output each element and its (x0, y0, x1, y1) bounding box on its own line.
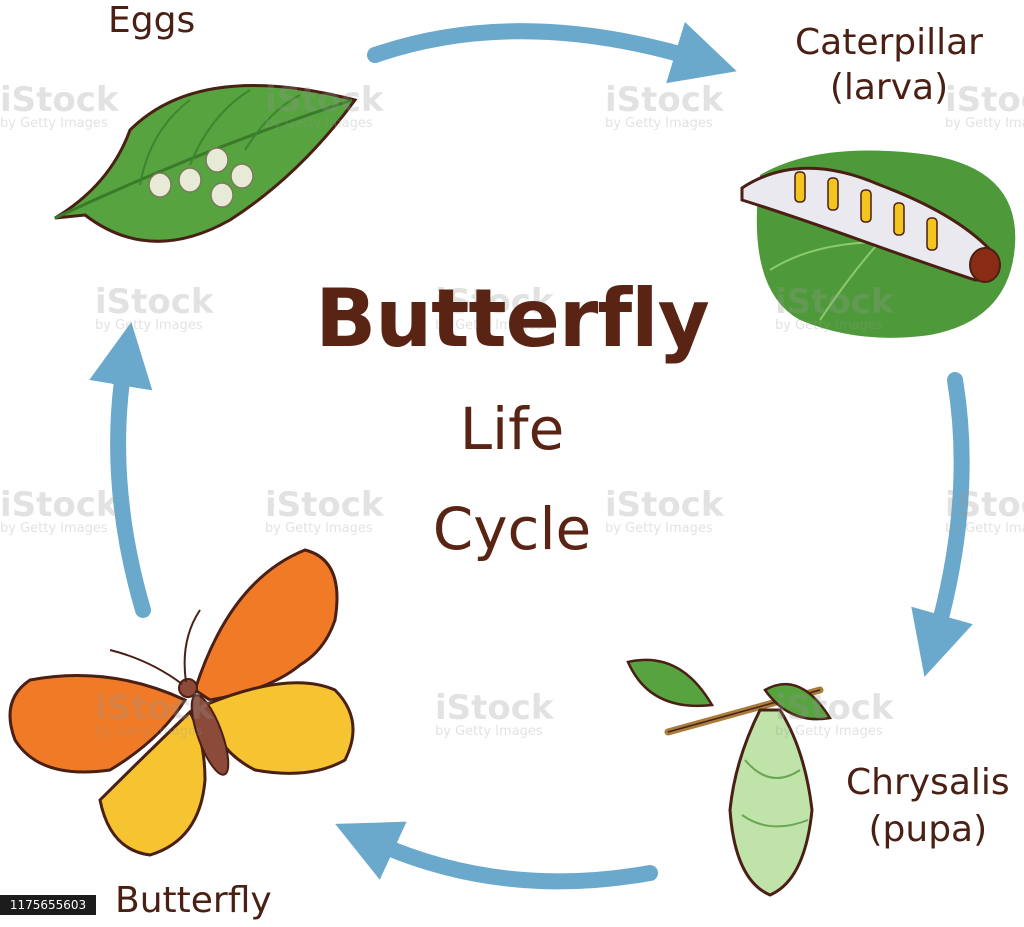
stage-label-caterpillar: Caterpillar (larva) (795, 22, 983, 108)
chrysalis-on-twig-icon (626, 658, 833, 897)
stage-label-eggs: Eggs (108, 0, 196, 41)
title-line-cycle: Cycle (432, 495, 592, 563)
arrow-chrysalis-to-butterfly (335, 821, 658, 890)
butterfly-icon (8, 548, 355, 857)
arrow-caterpillar-to-chrysalis (911, 372, 973, 677)
stage-label-chrysalis: Chrysalis (pupa) (846, 762, 1010, 850)
leaf-with-eggs-icon (54, 83, 358, 243)
stage-label-butterfly: Butterfly (115, 880, 272, 921)
arrow-eggs-to-caterpillar (367, 21, 737, 84)
stage-sublabel-pupa: (pupa) (868, 809, 988, 850)
title-line-life: Life (459, 395, 565, 463)
caterpillar-on-leaf-icon (740, 150, 1016, 338)
arrow-butterfly-to-eggs (89, 322, 153, 618)
image-id-badge: 1175655603 (0, 895, 96, 915)
stage-name-chrysalis: Chrysalis (846, 762, 1010, 803)
stage-sublabel-larva: (larva) (829, 67, 949, 108)
stage-name-caterpillar: Caterpillar (795, 22, 983, 63)
diagram-title: Butterfly (315, 272, 710, 365)
